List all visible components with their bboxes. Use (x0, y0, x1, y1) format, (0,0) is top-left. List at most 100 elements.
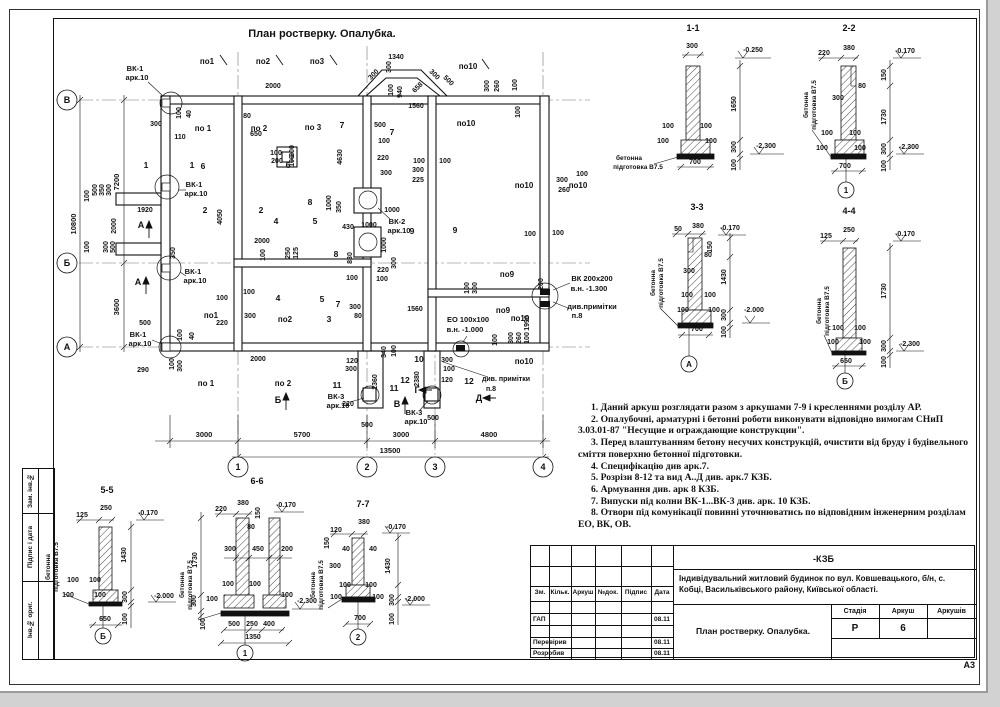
element-label: ВК-1 (186, 180, 203, 189)
cut-mark: 9 (410, 226, 415, 236)
dim-label: 1000 (326, 195, 333, 211)
embedded-marks (456, 289, 550, 351)
dim-label: 100 (339, 582, 351, 589)
room-label: по9 (496, 306, 511, 315)
dim-label: 100 (243, 289, 255, 296)
dim-label: 2360 (372, 374, 379, 390)
tb-doc-code: -КЗБ (813, 554, 834, 564)
dim-label: 300 (122, 591, 129, 603)
dim-label: 3000 (196, 430, 213, 439)
tb-col-zm: Зм. (534, 589, 546, 596)
floor-plan-walls (115, 69, 550, 409)
dim-label: 300 (508, 332, 515, 344)
tb-sheet-value: 6 (900, 623, 906, 634)
dim-label: 125 (820, 233, 832, 240)
level-label: -0.250 (743, 47, 763, 54)
dim-label: 100 (704, 292, 716, 299)
dim-label: підготовка В7.5 (823, 286, 831, 336)
element-label: арк.10 (405, 417, 428, 426)
dim-label: 200 (281, 546, 293, 553)
cut-mark: 1 (190, 160, 195, 170)
dim-label: 250 (285, 247, 292, 259)
level-label: -0.170 (895, 231, 915, 238)
dim-label: 350 (99, 184, 106, 196)
dim-label: 300 (686, 43, 698, 50)
dim-label: 300 (472, 282, 479, 294)
dim-label: 430 (342, 224, 354, 231)
dim-label: 100 (731, 159, 738, 171)
tb-stage-value: Р (851, 623, 859, 634)
dim-label: підготовка В7.5 (317, 560, 325, 610)
dim-label: 1730 (881, 109, 888, 125)
tb-role-rozrobyv: Розробив (533, 650, 565, 657)
dim-label: 100 (391, 345, 398, 357)
cut-mark: 7 (390, 127, 395, 137)
dim-label: 500 (139, 320, 151, 327)
dim-label: 100 (365, 582, 377, 589)
tb-date-perevirив: 08.11 (654, 639, 670, 646)
room-label: по10 (569, 181, 588, 190)
dim-label: підготовка В7.5 (52, 542, 60, 592)
cut-mark: 11 (390, 383, 399, 393)
view-direction-label: Г (414, 385, 419, 395)
dim-label: 300 (427, 68, 440, 81)
dim-label: 7200 (112, 174, 121, 191)
dim-label: 40 (186, 110, 193, 118)
axis-label: Б (64, 258, 71, 268)
dim-label: 450 (252, 546, 264, 553)
note-ref: див.примітки (567, 302, 617, 311)
dim-label: бетонна (309, 572, 317, 598)
dim-label: 650 (840, 358, 852, 365)
dim-label: 120 (330, 527, 342, 534)
title-block-line (831, 618, 976, 619)
dim-label: 100 (206, 596, 218, 603)
note-item: 3. Перед влаштуванням бетону несучих кон… (578, 437, 969, 460)
title-block-line (673, 546, 675, 659)
dim-label: 300 (389, 594, 396, 606)
view-direction-label: В (394, 399, 401, 409)
dim-label: 100 (200, 618, 207, 630)
level-label: -0.170 (720, 225, 740, 232)
note-ref: п.8 (572, 311, 583, 320)
tb-sheet-col: Аркуш (891, 608, 915, 615)
dim-label: 100 (832, 325, 844, 332)
dim-label: 350 (336, 201, 343, 213)
dim-label: 700 (839, 163, 851, 170)
dim-label: 100 (524, 231, 536, 238)
axis-bubbles (56, 89, 554, 478)
dim-label: 100 (281, 592, 293, 599)
dim-label: 225 (412, 177, 424, 184)
element-label: в.н. -1.000 (447, 325, 484, 334)
dim-label: 300 (177, 360, 184, 372)
dim-label: 100 (492, 334, 499, 346)
dim-label: 100 (67, 577, 79, 584)
element-label: арк.10 (327, 401, 350, 410)
dim-label: 80 (354, 313, 362, 320)
level-label: -0.170 (276, 502, 296, 509)
cut-mark: 9 (453, 225, 458, 235)
side-strip: Зам. інв.№ Підпис і дата Інв.№ ориг. (22, 468, 55, 660)
section-3-3 (659, 227, 770, 373)
tb-date-rozrobyv: 08.11 (654, 650, 670, 657)
dim-label: 300 (881, 340, 888, 352)
dim-label: 100 (346, 275, 358, 282)
title-block-line (531, 625, 673, 626)
dim-label: 220 (377, 267, 389, 274)
dim-label: 100 (289, 155, 296, 167)
dim-label: 100 (62, 592, 74, 599)
note-item: 6. Армування див. арк 8 КЗБ. (591, 483, 720, 495)
dim-label: 200 (271, 158, 283, 165)
detail-axis-label: А (686, 360, 692, 369)
section-7-7 (327, 525, 430, 646)
axis-label: 3 (432, 462, 437, 472)
leader-lines (147, 81, 571, 411)
dim-label: підготовка В7.5 (810, 80, 818, 130)
dim-label: 2000 (250, 356, 266, 363)
room-label: по2 (278, 315, 293, 324)
dim-label: 150 (255, 507, 262, 519)
dim-label: 100 (721, 326, 728, 338)
dim-label: 300 (731, 141, 738, 153)
dim-label: 250 (100, 505, 112, 512)
title-block-line (531, 601, 673, 602)
